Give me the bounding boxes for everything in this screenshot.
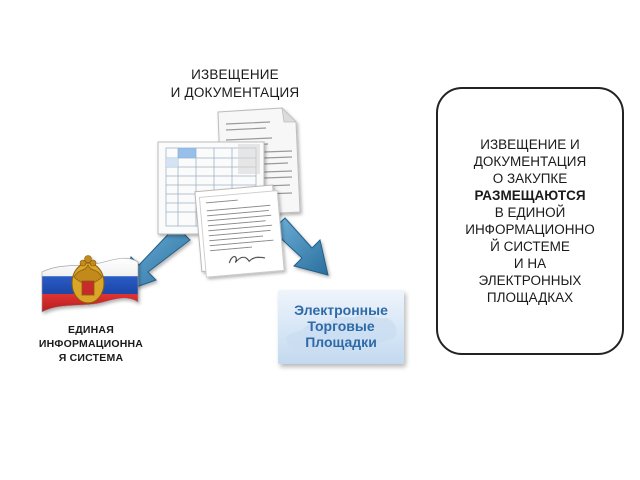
documents-stack-icon [157,106,301,278]
info-line-6: ИНФОРМАЦИОННО [465,222,595,237]
russia-map-icon [286,314,397,355]
etp-line2: Торговые [307,318,375,334]
eis-caption-line3: Я СИСТЕМА [58,352,124,364]
top-caption-line2: И ДОКУМЕНТАЦИЯ [170,85,300,100]
etp-line1: Электронные [294,302,388,318]
top-caption-line1: ИЗВЕЩЕНИЕ [191,67,279,82]
info-line-9: ЭЛЕКТРОННЫХ [478,273,582,288]
etp-line3: Площадки [305,334,377,350]
info-line-1: ИЗВЕЩЕНИЕ И [480,137,580,152]
info-line-2: ДОКУМЕНТАЦИЯ [473,154,587,169]
eis-caption: ЕДИНАЯ ИНФОРМАЦИОННА Я СИСТЕМА [28,323,154,365]
top-caption: ИЗВЕЩЕНИЕ И ДОКУМЕНТАЦИЯ [150,66,320,102]
info-line-5: В ЕДИНОЙ [494,205,566,220]
info-line-10: ПЛОЩАДКАХ [486,290,574,305]
info-line-4-bold: РАЗМЕЩАЮТСЯ [474,188,586,203]
info-box: ИЗВЕЩЕНИЕ И ДОКУМЕНТАЦИЯ О ЗАКУПКЕ РАЗМЕ… [436,87,624,355]
russian-flag-emblem-icon [41,255,139,313]
eis-caption-line2: ИНФОРМАЦИОННА [38,338,144,350]
info-line-8: И НА [513,256,547,271]
info-line-3: О ЗАКУПКЕ [492,171,568,186]
etp-label: Электронные Торговые Площадки [278,302,404,350]
eis-caption-line1: ЕДИНАЯ [68,324,114,336]
info-line-7: Й СИСТЕМЕ [490,239,570,254]
etp-box: Электронные Торговые Площадки [278,290,404,364]
arrow-down-right-icon [271,217,329,276]
